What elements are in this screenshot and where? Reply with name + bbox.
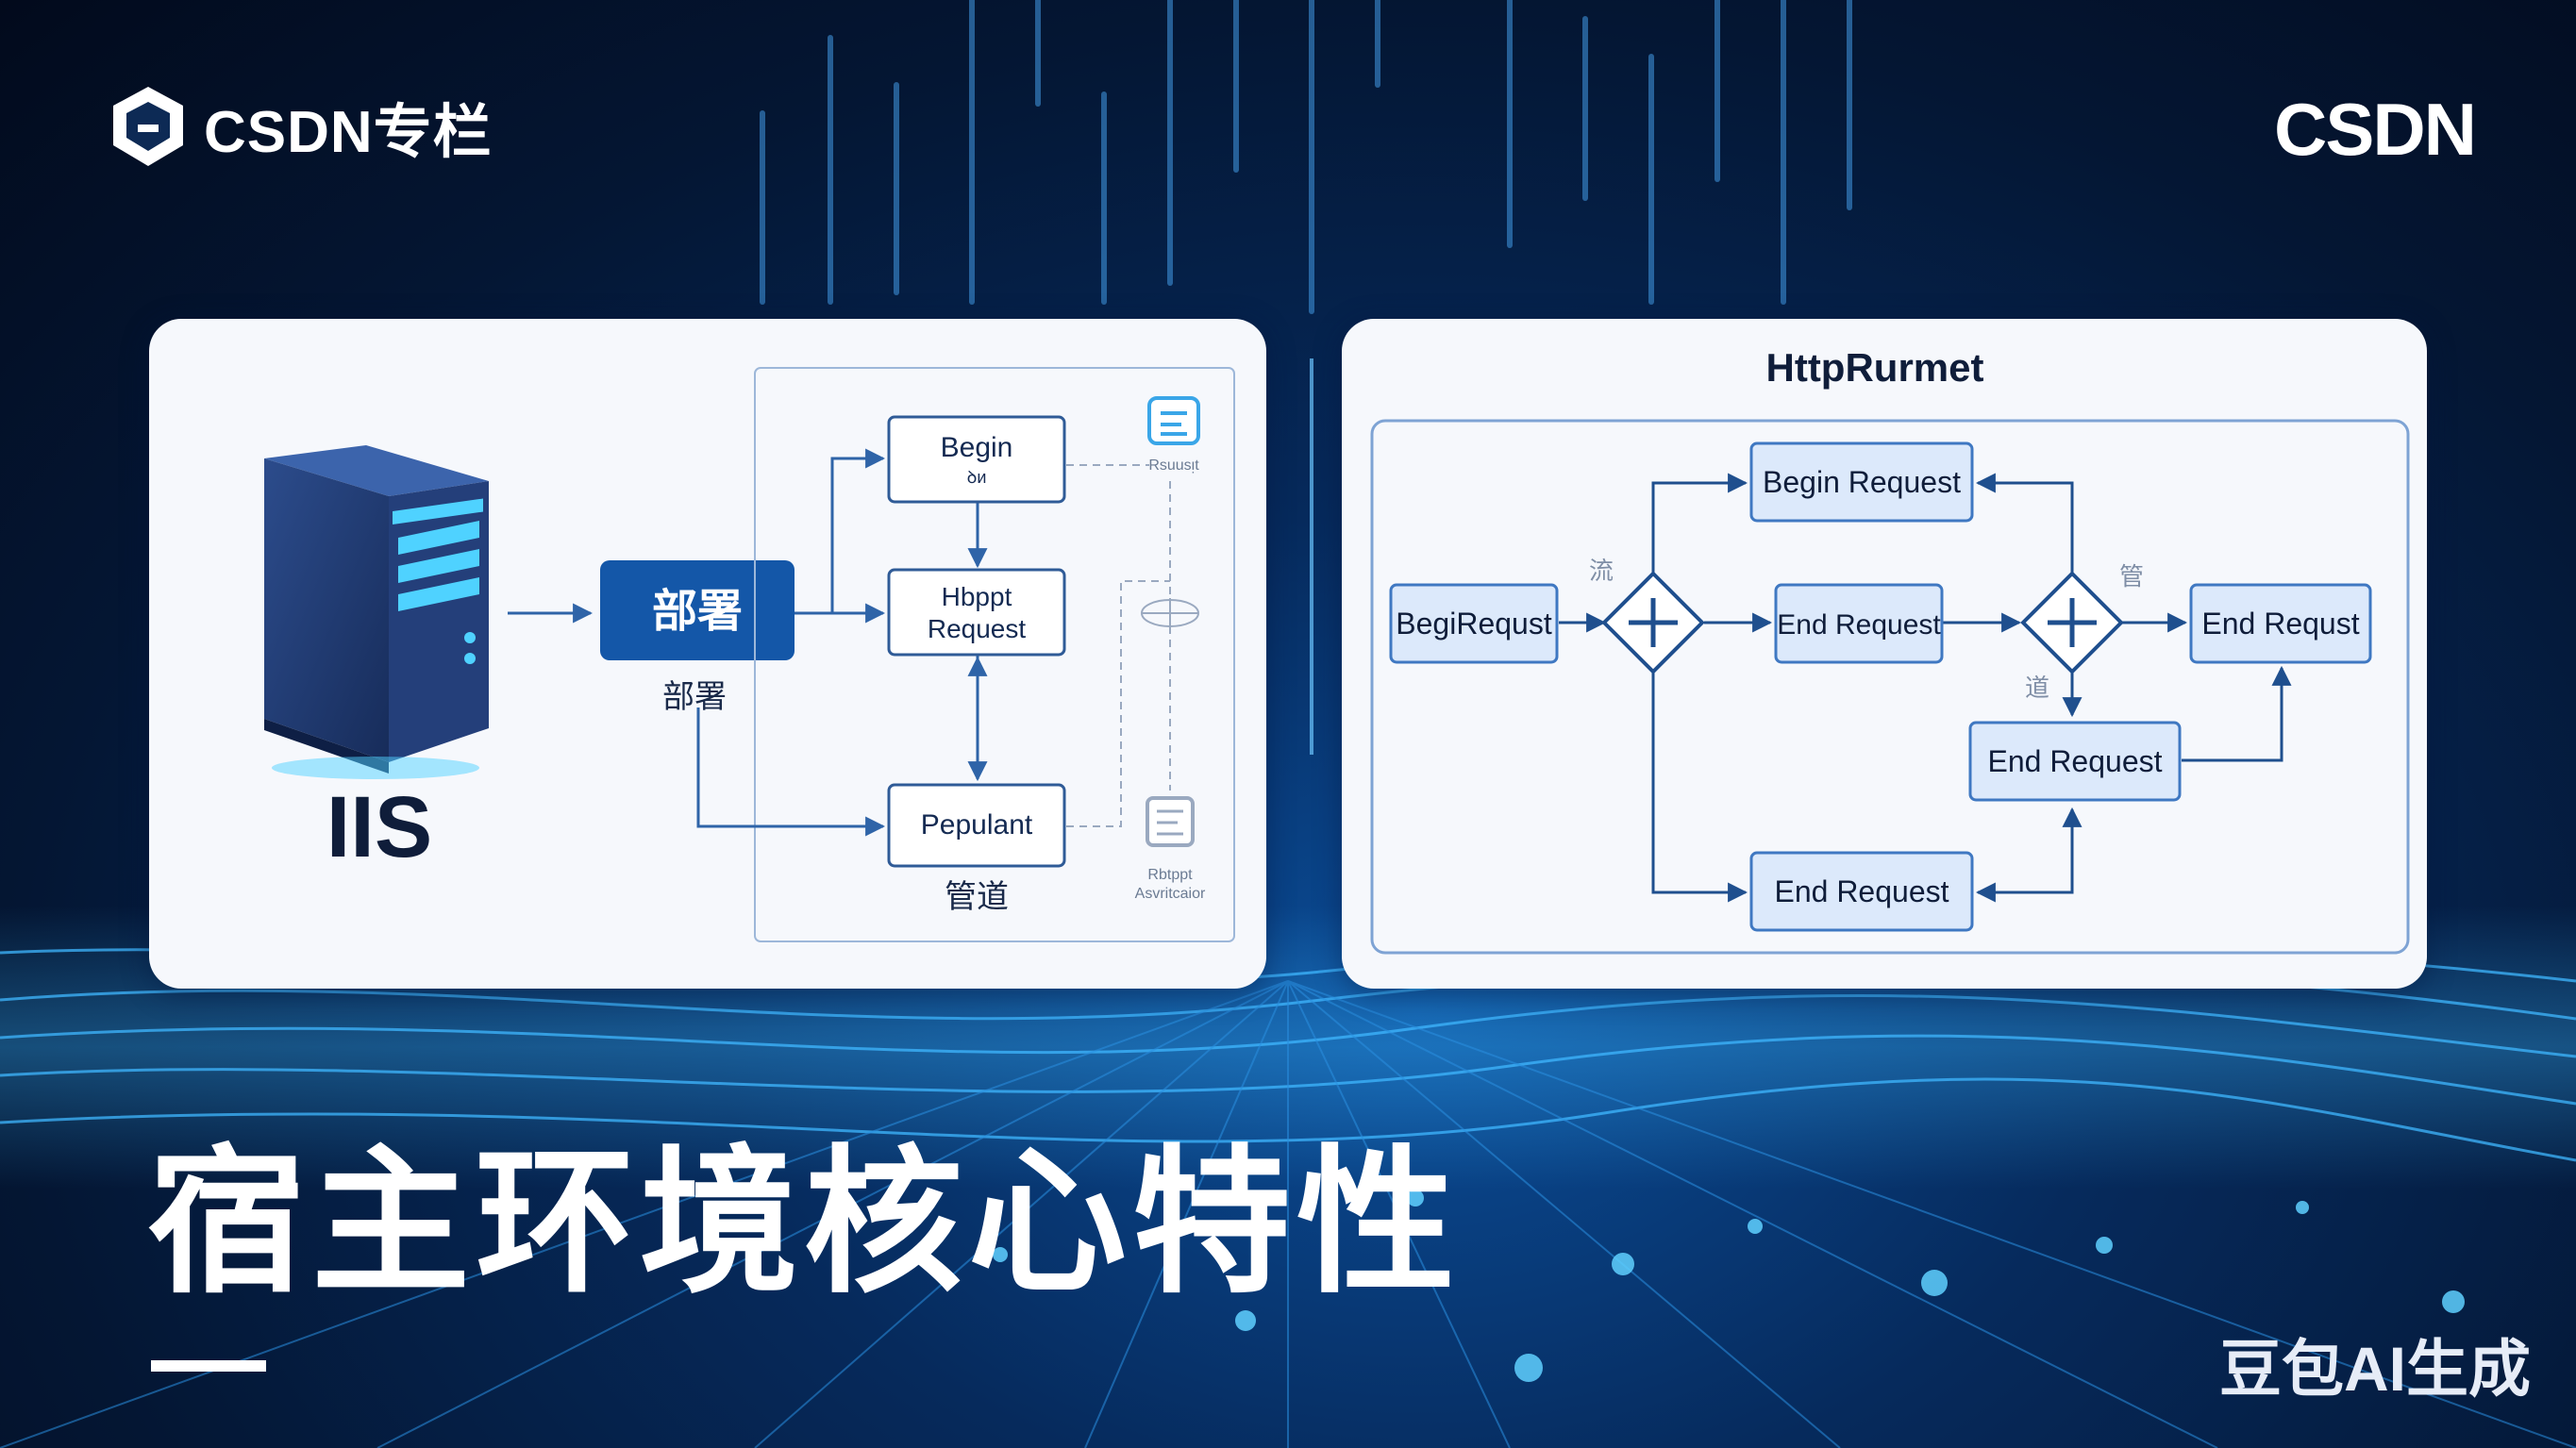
http-runtime-panel: HttpRurmet Begin Request BegiRequst [1342, 319, 2427, 989]
merge-diamond-right [2020, 571, 2124, 674]
server-icon [264, 445, 489, 779]
csdn-logo[interactable]: CSDN [2274, 88, 2477, 171]
http-request-line1: Hbppt [942, 582, 1012, 611]
deploy-caption: 部署 [662, 679, 727, 715]
http-runtime-title: HttpRurmet [1766, 345, 1984, 390]
pipeline-node-label: Pepulant [921, 809, 1033, 841]
end-request-lower-label: End Request [1987, 744, 2162, 778]
http-runtime-container [1370, 419, 2410, 955]
page-title: 宿主环境核心特性 [147, 1134, 1461, 1311]
iis-pipeline-diagram: IIS 部署 部署 Begin ꝺᴎ [264, 367, 1235, 942]
ai-watermark: 豆包AI生成 [2219, 1334, 2531, 1404]
end-request-right-label: End Requst [2201, 607, 2359, 641]
beg-request-left-label: BegiRequst [1396, 607, 1552, 641]
begin-node-label: Begin [941, 432, 1013, 463]
network-icon [1141, 598, 1199, 628]
application-doc-icon [1146, 796, 1195, 847]
title-underline [151, 1360, 266, 1372]
http-request-node[interactable]: Hbppt Request [887, 568, 1066, 657]
deploy-box-label: 部署 [652, 587, 743, 637]
begin-request-node[interactable]: Begin Request [1749, 441, 1974, 523]
begin-request-label: Begin Request [1763, 465, 1961, 499]
application-caption-line2: Asvritcaior [1135, 886, 1206, 902]
csdn-column-text: CSDN专栏 [204, 100, 493, 165]
pipeline-caption: 管道 [945, 879, 1009, 915]
flow-label-2: 管 [2119, 562, 2144, 591]
beg-request-left-node[interactable]: BegiRequst [1389, 583, 1559, 664]
request-doc-icon [1147, 396, 1200, 445]
iis-pipeline-panel: IIS 部署 部署 Begin ꝺᴎ [149, 319, 1266, 989]
end-request-lower-node[interactable]: End Request [1968, 721, 2182, 802]
flow-label-3: 道 [2025, 674, 2049, 702]
iis-label: IIS [326, 779, 432, 875]
csdn-column-logo[interactable]: CSDN专栏 [109, 83, 493, 170]
end-request-mid-node[interactable]: End Request [1774, 583, 1944, 664]
begin-node-sublabel: ꝺᴎ [967, 468, 987, 487]
request-caption: Rsuusᴉt [1148, 458, 1199, 474]
http-runtime-diagram: HttpRurmet Begin Request BegiRequst [1370, 345, 2410, 955]
end-request-bottom-node[interactable]: End Request [1749, 851, 1974, 932]
application-caption-line1: Rbtppt [1147, 867, 1193, 883]
deploy-box[interactable] [600, 560, 795, 660]
begin-node[interactable]: Begin ꝺᴎ [887, 415, 1066, 504]
end-request-bottom-label: End Request [1774, 874, 1949, 908]
http-request-line2: Request [928, 614, 1027, 643]
csdn-cube-icon [113, 87, 183, 166]
pipeline-container [754, 367, 1235, 942]
flow-label-1: 流 [1589, 557, 1614, 585]
end-request-mid-label: End Request [1777, 609, 1941, 641]
merge-diamond-left [1601, 571, 1705, 674]
pipeline-node[interactable]: Pepulant [887, 783, 1066, 868]
end-request-right-node[interactable]: End Requst [2189, 583, 2372, 664]
